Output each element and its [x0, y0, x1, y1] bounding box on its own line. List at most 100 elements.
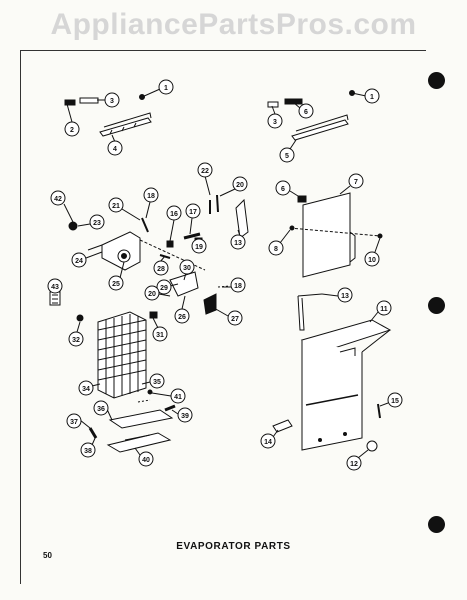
callout-34: 34 — [78, 380, 101, 396]
svg-text:24: 24 — [75, 258, 83, 265]
callout-12: 12 — [346, 449, 369, 471]
callout-1-left: 1 — [141, 79, 174, 98]
svg-text:4: 4 — [113, 146, 117, 153]
callout-8-door: 8 — [268, 229, 291, 256]
callout-13-hinge: 13 — [230, 229, 246, 250]
svg-text:1: 1 — [164, 85, 168, 92]
svg-text:38: 38 — [84, 448, 92, 455]
svg-text:20: 20 — [148, 291, 156, 298]
svg-text:23: 23 — [93, 220, 101, 227]
callout-21: 21 — [108, 197, 141, 221]
svg-text:21: 21 — [112, 203, 120, 210]
callout-15: 15 — [379, 392, 403, 408]
svg-text:22: 22 — [201, 168, 209, 175]
svg-text:5: 5 — [285, 153, 289, 160]
callout-18-top: 18 — [143, 187, 159, 219]
callout-27: 27 — [213, 307, 243, 326]
svg-text:35: 35 — [153, 379, 161, 386]
callout-20-mid: 20 — [144, 285, 171, 301]
svg-text:10: 10 — [368, 257, 376, 264]
svg-text:34: 34 — [82, 386, 90, 393]
callout-38: 38 — [80, 435, 97, 458]
callout-10-door: 10 — [364, 237, 381, 267]
callout-28: 28 — [153, 255, 169, 276]
callout-18-right: 18 — [222, 277, 246, 293]
watermark-text: AppliancePartsPros.com — [50, 8, 417, 41]
svg-text:42: 42 — [54, 196, 62, 203]
callout-13-right: 13 — [321, 287, 353, 303]
svg-text:25: 25 — [112, 281, 120, 288]
svg-text:3: 3 — [110, 98, 114, 105]
hinge-bracket-assembly — [49, 194, 249, 315]
svg-text:30: 30 — [183, 265, 191, 272]
binder-hole-top — [428, 72, 445, 89]
svg-text:6: 6 — [281, 186, 285, 193]
callout-31: 31 — [152, 317, 168, 342]
callout-17: 17 — [185, 203, 201, 235]
svg-text:3: 3 — [273, 119, 277, 126]
svg-text:18: 18 — [234, 283, 242, 290]
svg-text:17: 17 — [189, 209, 197, 216]
svg-text:2: 2 — [70, 127, 74, 134]
callout-24: 24 — [71, 251, 103, 268]
callout-14: 14 — [260, 429, 279, 449]
callout-1-right: 1 — [351, 88, 380, 104]
svg-text:41: 41 — [174, 394, 182, 401]
callout-39: 39 — [171, 407, 193, 423]
callout-3-left: 3 — [97, 92, 120, 108]
svg-text:20: 20 — [236, 182, 244, 189]
door-panel — [289, 192, 383, 278]
right-rail-assembly — [267, 90, 355, 141]
svg-text:8: 8 — [274, 246, 278, 253]
svg-text:36: 36 — [97, 406, 105, 413]
callout-36: 36 — [93, 400, 113, 421]
binder-hole-bottom — [428, 516, 445, 533]
callouts: 1 2 3 4 1 3 6 5 6 7 8 10 22 20 42 21 18 … — [47, 79, 403, 471]
svg-text:26: 26 — [178, 314, 186, 321]
diagram-frame — [20, 50, 426, 584]
svg-text:27: 27 — [231, 316, 239, 323]
callout-20-top: 20 — [219, 176, 248, 197]
callout-29: 29 — [156, 279, 179, 295]
callout-6-right-top: 6 — [293, 102, 314, 119]
svg-text:18: 18 — [147, 193, 155, 200]
callout-35: 35 — [141, 373, 165, 389]
callout-4-left: 4 — [107, 134, 123, 156]
svg-text:40: 40 — [142, 457, 150, 464]
callout-41: 41 — [151, 388, 186, 404]
left-rail-assembly — [64, 94, 152, 137]
lower-tray-parts — [88, 389, 176, 453]
callout-22: 22 — [197, 162, 213, 196]
liner-assembly — [272, 293, 392, 452]
evaporator-coil — [76, 311, 158, 399]
callout-37: 37 — [66, 413, 91, 429]
callout-25: 25 — [108, 261, 125, 291]
svg-text:13: 13 — [234, 240, 242, 247]
callout-26: 26 — [174, 295, 190, 324]
callout-32: 32 — [68, 321, 84, 347]
svg-text:13: 13 — [341, 293, 349, 300]
callout-23: 23 — [77, 214, 105, 230]
svg-text:28: 28 — [157, 266, 165, 273]
svg-text:39: 39 — [181, 413, 189, 420]
svg-text:16: 16 — [170, 211, 178, 218]
callout-5-right: 5 — [279, 139, 297, 163]
svg-text:7: 7 — [354, 179, 358, 186]
svg-text:15: 15 — [391, 398, 399, 405]
callout-6-door: 6 — [275, 180, 299, 197]
callout-42: 42 — [50, 190, 74, 223]
svg-text:32: 32 — [72, 337, 80, 344]
callout-3-right: 3 — [267, 105, 283, 129]
page-number: 50 — [43, 551, 52, 560]
callout-2-left: 2 — [64, 103, 80, 137]
callout-40: 40 — [134, 447, 154, 467]
svg-text:43: 43 — [51, 284, 59, 291]
svg-text:14: 14 — [264, 439, 272, 446]
binder-hole-middle — [428, 297, 445, 314]
svg-text:1: 1 — [370, 94, 374, 101]
svg-text:6: 6 — [304, 109, 308, 116]
svg-text:11: 11 — [380, 306, 388, 313]
svg-text:12: 12 — [350, 461, 358, 468]
svg-text:29: 29 — [160, 285, 168, 292]
